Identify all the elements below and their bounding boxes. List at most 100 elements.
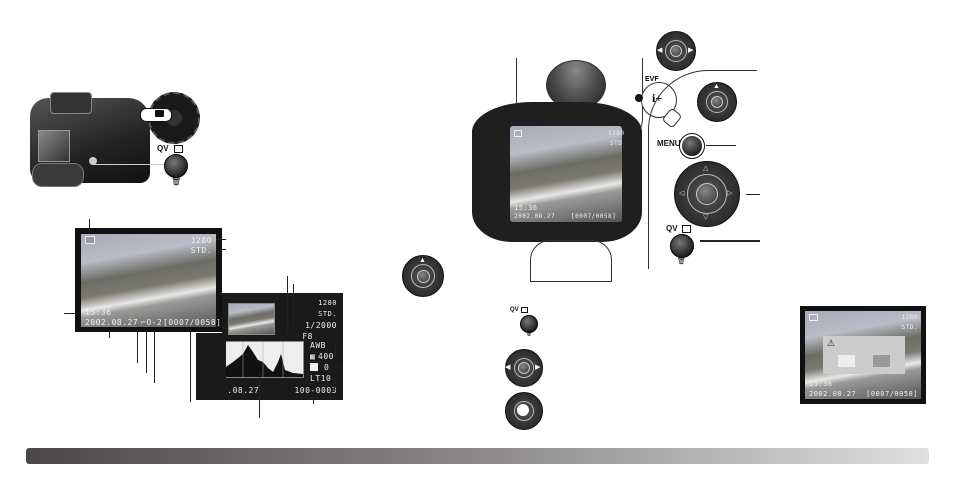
delete-quality: STD. [901,324,918,331]
camera-lcd-date: 2002.08.27 [514,213,556,220]
trash-icon: 🗑 [677,258,686,265]
controller-center[interactable] [417,270,430,283]
arrow-left-icon: ◀ [657,47,663,54]
folder-file-number: 100-0003 [294,386,337,395]
qv-button[interactable] [164,154,188,178]
hist-quality: STD. [318,310,337,318]
leader-controller [746,194,760,195]
lock-icon: ⌐O- [141,318,157,327]
leader-ev [334,367,340,368]
controller-up-highlight-2[interactable]: ▲ [697,82,737,122]
arrow-down-icon[interactable]: ▽ [703,214,709,221]
arrow-right-icon: ▶ [535,364,541,371]
leader-iso [335,344,336,358]
playback-mode-icon [85,236,95,244]
body-edge-curve [648,70,757,269]
controller-left-right-small[interactable]: ◀ ▶ [505,349,543,387]
evf-label: EVF [645,76,659,83]
warning-icon: ⚠ [827,338,836,348]
camera-lcd-mode-icon [514,130,522,137]
delete-screen: 1280 STD. ⚠ 15:36 2002.08.27 [0007/0058] [800,306,926,404]
leader-time [64,313,78,314]
auto-icon [635,94,643,102]
exposure-comp-icon [310,363,318,371]
leader-aperture [287,276,288,334]
playback-screen: 1280 STD. 15:36 2002.08.27 ⌐O- 2 [0007/0… [75,228,222,332]
arrow-up-icon[interactable]: △ [703,165,709,172]
qv-label: QV [157,144,169,153]
trash-icon: 🗑 [526,331,533,337]
play-icon [682,225,691,233]
leader-shutter [293,284,294,326]
camera-lcd-photo [510,126,622,222]
dialog-yes-button[interactable] [838,355,855,367]
leader-lock [137,330,138,363]
camera-illustration [22,88,157,188]
qv-small-label: QV [510,307,519,313]
shutter-speed: 1/2000 [305,321,337,330]
leader-print [154,330,155,383]
delete-image-size: 1280 [901,314,918,321]
menu-label: MENU [657,139,681,148]
arrow-left-icon: ◀ [505,364,511,371]
camera-lcd [38,130,70,162]
play-icon [521,307,528,313]
camera-lcd-frame: [0007/0058] [571,213,617,220]
image-size: 1280 [190,236,212,245]
recorded-time: 15:36 [85,308,112,317]
controller-left-right-highlight[interactable]: ◀ ▶ [656,31,696,71]
camera-qv-button-spot [89,157,97,165]
leader-folder [313,398,314,404]
leader-menu [706,145,736,146]
qv-small-button[interactable] [520,315,538,333]
delete-dialog: ⚠ [823,336,905,374]
leader-wb [337,320,338,342]
controller-center-small[interactable] [505,392,543,430]
qv-leader-line [92,164,168,165]
camera-lcd-quality: STD [610,140,623,147]
color-mode: LT10 [310,374,332,383]
exposure-comp: 0 [324,363,330,372]
controller-center-button[interactable] [696,183,718,205]
hist-image-size: 1280 [318,299,337,307]
delete-time: 15:36 [809,380,833,388]
delete-date: 2002.08.27 [809,390,857,398]
print-count: 2 [157,318,163,327]
center-press-highlight [517,404,529,416]
iso-value: 400 [318,352,334,361]
camera-lcd-size: 1280 [608,130,625,137]
arrow-right-icon[interactable]: ▷ [727,190,733,197]
recorded-date: 2002.08.27 [85,318,139,327]
footer-gradient-bar [26,448,929,464]
main-controller[interactable]: △ ▽ ◁ ▷ [674,161,740,227]
white-balance: AWB [310,341,326,350]
playback-photo [81,234,216,327]
camera-lcd-time: 15:36 [514,204,538,212]
frame-counter: [0007/0058] [163,318,222,327]
play-icon [174,145,183,153]
leader-size [216,239,226,240]
menu-button[interactable] [679,133,705,159]
qv-back-button[interactable] [670,234,694,258]
leader-date [109,330,110,338]
camera-grip [32,163,84,187]
leader-quality [216,249,226,250]
camera-back: 1280 STD 15:36 2002.08.27 [0007/0058] i+… [472,40,760,282]
leader-mode [89,219,90,232]
leader-qv [700,240,760,242]
qv-back-label: QV [666,224,678,233]
image-quality: STD. [190,246,212,255]
arrow-up-icon: ▲ [419,257,426,264]
controller-up-highlight[interactable]: ▲ [402,255,444,297]
dialog-no-button[interactable] [873,355,890,367]
delete-mode-icon [809,314,818,321]
aperture: F8 [302,332,313,341]
histogram-screen-left [196,333,226,400]
thumbnail [228,303,275,335]
iso-icon: ▦ [310,352,316,361]
histogram-screen: 1280 STD. 1/2000 F8 AWB ▦ 400 0 LT10 200… [202,293,343,400]
arrow-left-icon[interactable]: ◁ [679,190,685,197]
strap-mount [530,240,612,282]
hist-date: 2002.08.27 [206,386,260,395]
arrow-up-icon: ▲ [713,83,720,90]
